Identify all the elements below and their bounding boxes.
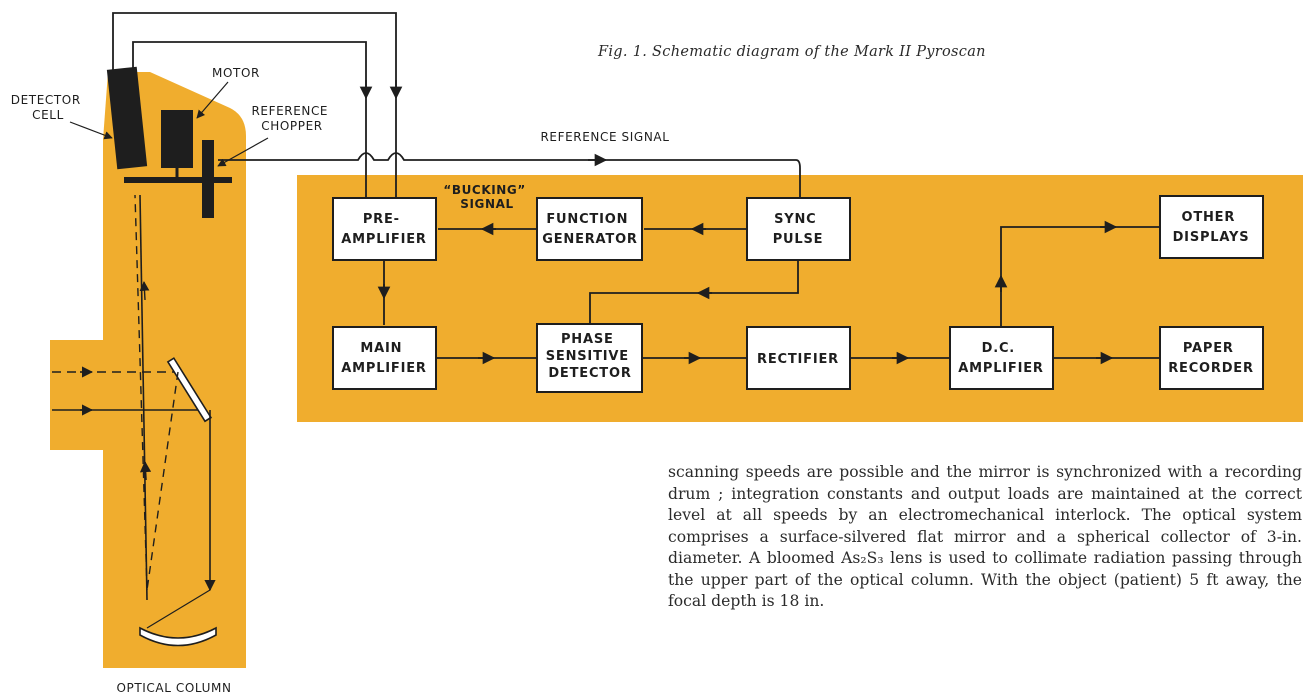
bucking-signal-line-2: SIGNAL [460,197,514,211]
main-amplifier-box [332,326,437,390]
other-displays-line-2: DISPLAYS [1173,230,1250,245]
preamplifier-label: PRE- AMPLIFIER [341,212,426,247]
function-generator-label: FUNCTION GENERATOR [542,212,638,247]
motor-label: MOTOR [212,66,260,80]
optical-column-side-port [50,340,106,450]
other-displays-box [1159,195,1264,259]
detector-cell-pointer [69,121,113,140]
dc-amplifier-box [949,326,1054,390]
main-amplifier-label: MAIN AMPLIFIER [341,341,426,376]
sync-pulse-line-1: SYNC [774,212,816,227]
mounting-plate [124,177,232,183]
rectifier-line-1: RECTIFIER [757,352,839,367]
body-paragraph: scanning speeds are possible and the mir… [668,463,1302,610]
phase-sensitive-detector-label: PHASE SENSITIVE DETECTOR [546,332,635,381]
dc-amplifier-line-1: D.C. [982,341,1015,356]
main-amplifier-line-2: AMPLIFIER [341,361,426,376]
paper-recorder-label: PAPER RECORDER [1168,341,1254,376]
body-text: scanning speeds are possible and the mir… [668,462,1302,613]
detector-cell-label: DETECTOR CELL [11,93,85,122]
paper-recorder-line-2: RECORDER [1168,361,1254,376]
figure-caption: Fig. 1. Schematic diagram of the Mark II… [598,44,986,60]
function-generator-line-1: FUNCTION [546,212,628,227]
ray-mirror-down-dashed [146,371,179,591]
reference-chopper [202,140,214,218]
motor [161,110,193,168]
paper-recorder-box [1159,326,1264,390]
sync-pulse-box [746,197,851,261]
sync-pulse-label: SYNC PULSE [773,212,824,247]
detector-cell-line-2: CELL [32,108,64,122]
sync-pulse-line-2: PULSE [773,232,824,247]
detector-wire-inner [132,41,367,198]
dc-amplifier-label: D.C. AMPLIFIER [958,341,1043,376]
preamplifier-line-1: PRE- [363,212,400,227]
reference-chopper-label: REFERENCE CHOPPER [251,104,332,133]
function-generator-line-2: GENERATOR [542,232,638,247]
detector-cell [106,66,148,170]
sync-to-phase-line [589,260,799,324]
chopper-pointer [217,137,269,167]
preamplifier-line-2: AMPLIFIER [341,232,426,247]
main-amplifier-line-1: MAIN [360,341,402,356]
optical-column-label: OPTICAL COLUMN [116,681,231,695]
paper-recorder-line-1: PAPER [1183,341,1234,356]
ray-dashed-arrow [139,281,150,301]
phase-sensitive-detector-line-2: SENSITIVE [546,349,629,364]
reference-chopper-line-2: CHOPPER [261,119,322,133]
bucking-signal-label: “BUCKING” SIGNAL [443,183,530,211]
flat-mirror [166,357,213,423]
rectifier-label: RECTIFIER [757,352,839,367]
other-displays-line-1: OTHER [1181,210,1235,225]
ray-return-dashed [134,194,148,591]
preamplifier-box [332,197,437,261]
phase-sensitive-detector-line-1: PHASE [561,332,614,347]
bucking-signal-line-1: “BUCKING” [443,183,526,197]
ray-return-solid [139,194,148,601]
reference-signal-line [218,152,801,198]
detector-cell-line-1: DETECTOR [11,93,81,107]
spherical-collector [139,626,217,647]
motor-pointer [196,81,229,119]
detector-wire-outer [112,12,397,198]
dc-amplifier-line-2: AMPLIFIER [958,361,1043,376]
phase-sensitive-detector-line-3: DETECTOR [548,366,631,381]
ray-return-arrow [139,460,152,481]
reference-chopper-line-1: REFERENCE [251,104,328,118]
other-displays-label: OTHER DISPLAYS [1173,210,1250,245]
function-generator-box [536,197,643,261]
ray-to-collector [146,589,211,629]
reference-signal-label: REFERENCE SIGNAL [540,130,669,144]
